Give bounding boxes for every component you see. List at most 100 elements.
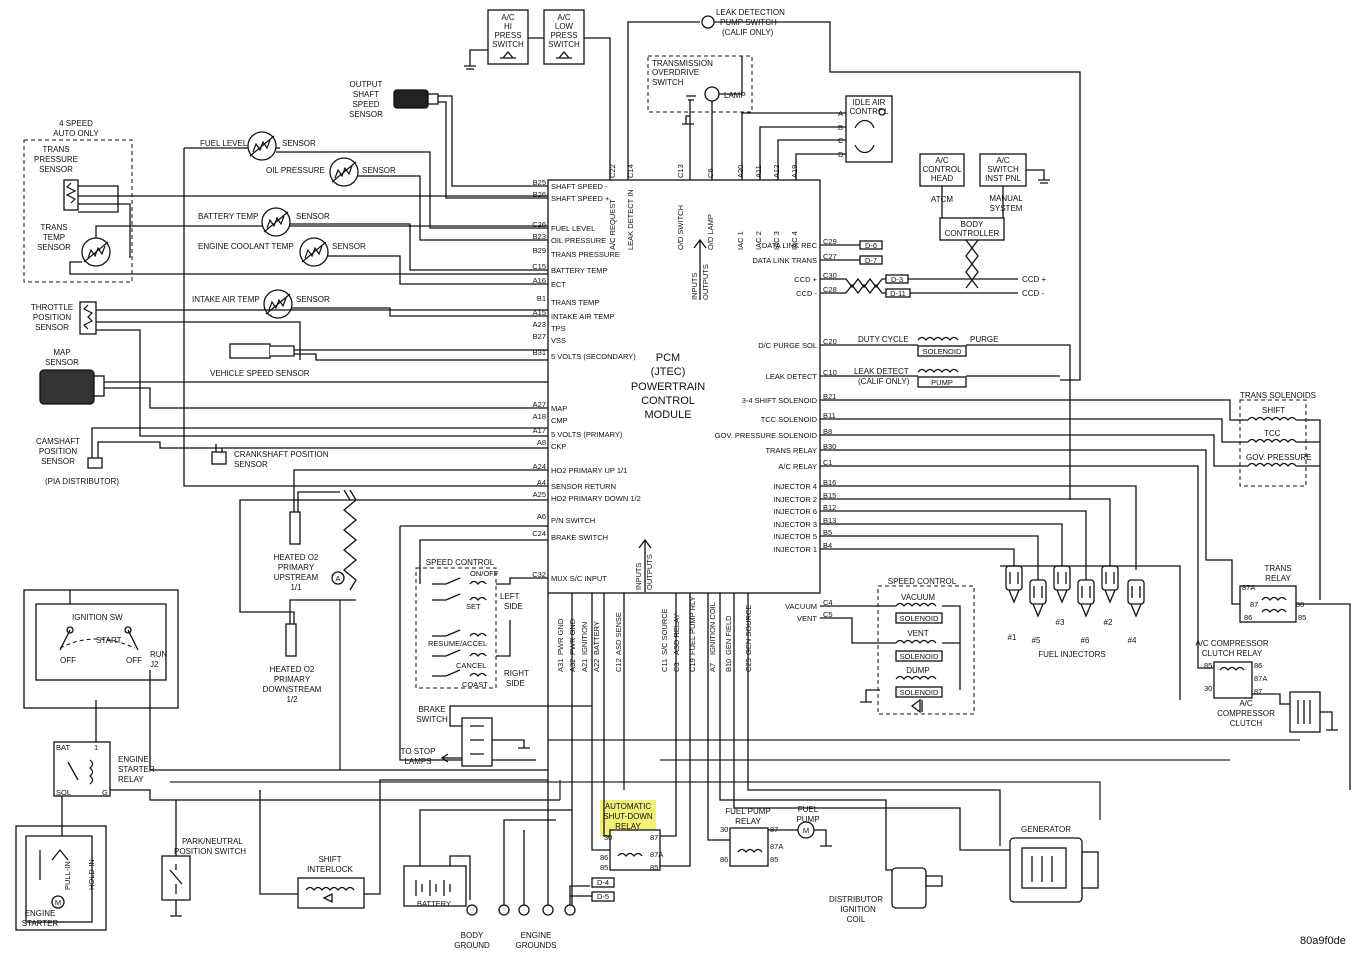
pin-C26: C26 [532,220,546,229]
svg-text:SHUT-DOWN: SHUT-DOWN [603,812,653,821]
svg-text:M: M [55,898,61,907]
pin-label-C22: A/C REQUEST [608,199,617,250]
svg-text:DUTY CYCLE: DUTY CYCLE [858,335,909,344]
svg-text:SENSOR: SENSOR [362,166,396,175]
pin-label-B16: INJECTOR 4 [773,482,817,491]
svg-text:TRANS: TRANS [1264,564,1291,573]
io-bottom-outputs: OUTPUTS [645,554,654,590]
svg-text:85: 85 [650,863,658,872]
pin-label-C1: A/C RELAY [778,462,817,471]
svg-text:PUMP: PUMP [796,815,819,824]
svg-text:SIDE: SIDE [506,679,525,688]
svg-text:SOLENOID: SOLENOID [900,688,939,697]
svg-text:SOLENOID: SOLENOID [900,652,939,661]
svg-text:SENSOR: SENSOR [37,243,71,252]
svg-text:DISTRIBUTOR: DISTRIBUTOR [829,895,883,904]
svg-text:ENGINE: ENGINE [25,909,56,918]
pin-B12: B12 [823,503,836,512]
pin-label-C6: O/D LAMP [706,214,715,250]
pin-C28: C28 [823,285,837,294]
svg-text:RESUME/ACCEL: RESUME/ACCEL [428,639,487,648]
pin-label-A19: IAC 4 [790,231,799,250]
io-top-outputs: OUTPUTS [701,264,710,300]
pin-label-C5: VENT [797,614,817,623]
svg-text:TRANSMISSION: TRANSMISSION [652,59,713,68]
svg-text:A: A [335,574,340,583]
svg-text:GENERATOR: GENERATOR [1021,825,1071,834]
pin-label-C11: S/C SOURCE [660,608,669,655]
transmission-overdrive-switch: TRANSMISSION OVERDRIVE SWITCH LAMP [647,55,753,113]
svg-text:INTERLOCK: INTERLOCK [307,865,353,874]
pcm-name-3: MODULE [644,409,691,421]
svg-text:(CALIF ONLY): (CALIF ONLY) [722,28,774,37]
pin-B21: B21 [823,392,836,401]
engine-starter-relay: BAT 1 SOL G ENGINE STARTER RELAY [53,741,155,797]
engine-starter: PULL-IN HOLD-IN M ENGINE STARTER [15,825,107,931]
svg-text:STARTER: STARTER [118,765,155,774]
pin-label-B21: 3-4 SHIFT SOLENOID [742,396,818,405]
svg-text:ENGINE COOLANT TEMP: ENGINE COOLANT TEMP [198,242,294,251]
pin-label-A8: CKP [551,442,566,451]
distributor-ignition-coil: DISTRIBUTOR IGNITION COIL [829,867,943,924]
pin-A22: A22 [592,659,601,672]
svg-text:SWITCH: SWITCH [652,78,684,87]
pin-C4: C4 [823,598,833,607]
svg-text:D-7: D-7 [865,256,877,265]
svg-text:CONTROL: CONTROL [849,107,889,116]
pin-C1: C1 [823,458,833,467]
svg-text:86: 86 [1254,661,1262,670]
ac-low-press-switch: A/C LOW PRESS SWITCH [543,9,585,65]
four-speed-trans-sensors: 4 SPEED AUTO ONLY TRANS PRESSURE SENSOR … [23,119,133,283]
pin-A24: A24 [533,462,546,471]
battery-temp-sensor: BATTERY TEMP SENSOR [198,207,330,237]
svg-text:SHIFT: SHIFT [318,855,341,864]
pin-label-C20: D/C PURGE SOL [758,341,817,350]
pin-C6: C6 [706,168,715,178]
pin-label-C13: O/D SWITCH [676,205,685,250]
svg-text:SENSOR: SENSOR [35,323,69,332]
pin-B1: B1 [537,294,546,303]
pin-A25: A25 [533,490,546,499]
svg-text:RELAY: RELAY [118,775,144,784]
brake-switch: BRAKE SWITCH TO STOP LAMPS [401,705,493,767]
svg-text:A/C: A/C [557,13,571,22]
pcm-name-1: POWERTRAIN [631,381,705,393]
engine-coolant-temp-sensor: ENGINE COOLANT TEMP SENSOR [198,237,366,267]
svg-text:PULL-IN: PULL-IN [63,861,72,890]
pin-B23: B23 [533,232,546,241]
trans-solenoids: TRANS SOLENOIDS SHIFT TCC GOV. PRESSURE [1239,391,1316,487]
svg-text:INTAKE AIR TEMP: INTAKE AIR TEMP [192,295,260,304]
svg-text:SYSTEM: SYSTEM [990,204,1023,213]
intake-air-temp-sensor: INTAKE AIR TEMP SENSOR [192,289,330,319]
svg-text:SOLENOID: SOLENOID [900,614,939,623]
pcm-title: PCM [656,352,680,364]
pin-label-A27: MAP [551,404,567,413]
pin-label-B30: TRANS RELAY [765,446,817,455]
svg-text:SENSOR: SENSOR [349,110,383,119]
svg-text:FUEL: FUEL [798,805,819,814]
pin-C32: C32 [532,570,546,579]
pin-label-A11: IAC 2 [754,231,763,250]
pcm-module: PCM (JTEC) POWERTRAIN CONTROL MODULE INP… [547,179,821,594]
svg-text:IGNITION: IGNITION [840,905,876,914]
pin-label-B15: INJECTOR 2 [773,495,817,504]
svg-text:87A: 87A [1254,674,1267,683]
ac-hi-press-switch: A/C HI PRESS SWITCH [487,9,529,65]
svg-text:PRESSURE: PRESSURE [34,155,78,164]
svg-text:BAT: BAT [56,743,70,752]
pin-label-A24: HO2 PRIMARY UP 1/1 [551,466,627,475]
svg-text:MANUAL: MANUAL [989,194,1023,203]
svg-text:TCC: TCC [1264,429,1281,438]
pin-C15: C15 [532,262,546,271]
oil-pressure-sensor: OIL PRESSURE SENSOR [266,157,396,187]
svg-text:SENSOR: SENSOR [296,295,330,304]
svg-text:PRESS: PRESS [550,31,577,40]
pin-label-C28: CCD - [796,289,817,298]
vehicle-speed-sensor: VEHICLE SPEED SENSOR [210,343,310,378]
pin-label-B10: GEN FIELD [724,615,733,655]
svg-text:LEAK DETECTION: LEAK DETECTION [716,8,785,17]
pin-label-A12: IAC 3 [772,231,781,250]
